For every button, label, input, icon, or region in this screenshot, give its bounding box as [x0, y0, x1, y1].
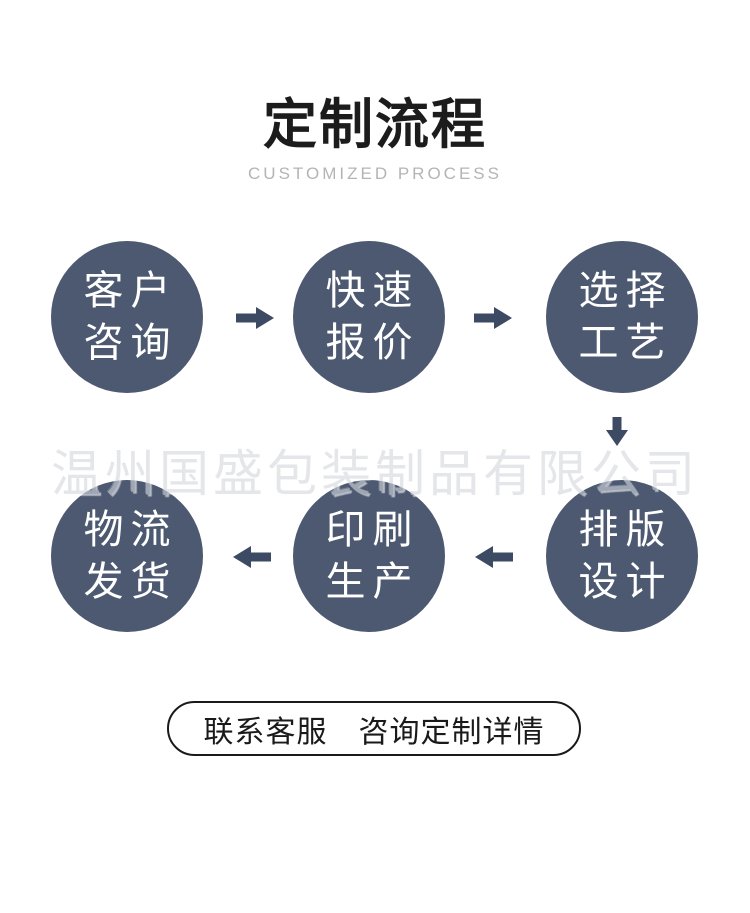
step-label-line: 报价	[325, 321, 420, 365]
step-label-line: 排版	[578, 508, 673, 552]
step-circle-logistics-shipping: 物流 发货	[51, 480, 203, 632]
step-circle-select-process: 选择 工艺	[546, 241, 698, 393]
page-title: 定制流程	[263, 95, 487, 155]
page-subtitle: CUSTOMIZED PROCESS	[248, 164, 502, 183]
step-label-line: 物流	[83, 508, 178, 552]
arrow-right-icon	[236, 307, 274, 329]
step-label-line: 咨询	[83, 321, 178, 365]
step-label-line: 客户	[83, 269, 178, 313]
step-label-line: 印刷	[325, 508, 420, 552]
arrow-left-icon	[233, 546, 271, 568]
step-label-line: 设计	[578, 560, 673, 604]
arrow-left-icon	[475, 546, 513, 568]
cta-label: 联系客服 咨询定制详情	[203, 715, 545, 749]
step-circle-quick-quote: 快速 报价	[293, 241, 445, 393]
step-circle-printing-production: 印刷 生产	[293, 480, 445, 632]
step-circle-customer-consultation: 客户 咨询	[51, 241, 203, 393]
contact-cta-button[interactable]: 联系客服 咨询定制详情	[167, 701, 581, 756]
step-label-line: 快速	[325, 269, 420, 313]
step-label-line: 选择	[578, 269, 673, 313]
step-label-line: 工艺	[578, 321, 673, 365]
arrow-right-icon	[474, 307, 512, 329]
step-label-line: 生产	[325, 560, 420, 604]
step-circle-layout-design: 排版 设计	[546, 480, 698, 632]
arrow-down-icon	[606, 417, 628, 446]
step-label-line: 发货	[83, 560, 178, 604]
